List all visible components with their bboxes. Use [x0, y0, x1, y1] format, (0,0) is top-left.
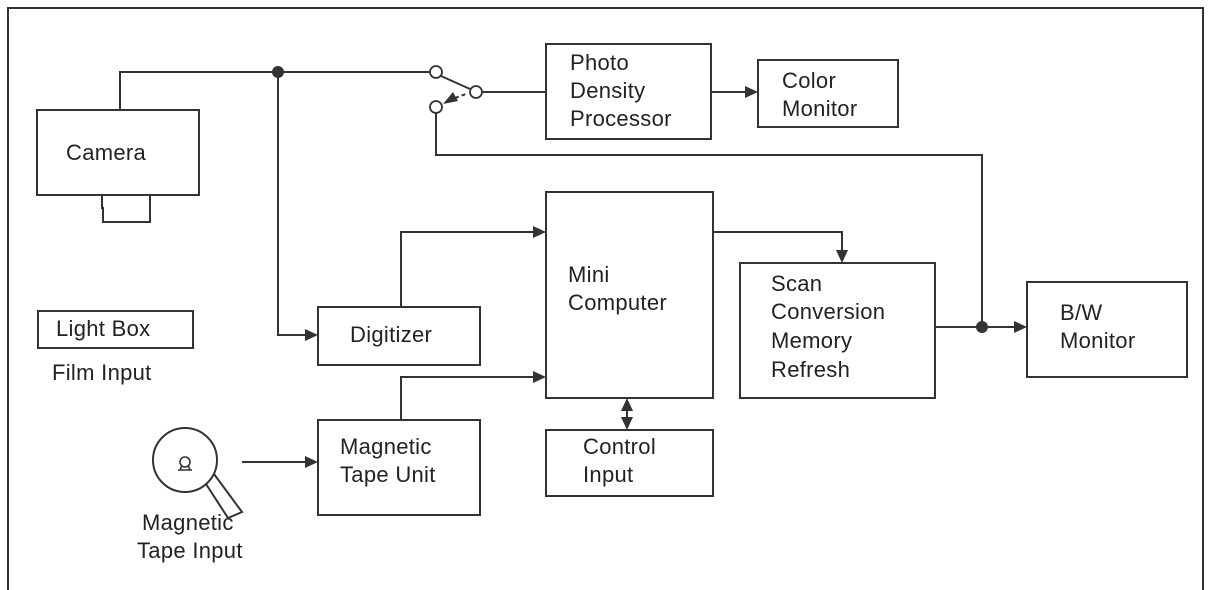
magnetic-tape-unit-line-1: Magnetic	[340, 434, 432, 459]
bw-feedback-wire	[435, 113, 983, 327]
camera-output-wire	[119, 71, 278, 110]
mini-computer-line-2: Computer	[568, 290, 667, 315]
digitizer-label: Digitizer	[350, 322, 432, 347]
magnetic-tape-input-line-1: Magnetic	[142, 510, 234, 535]
magnetic-tape-unit-block: Magnetic Tape Unit	[317, 419, 481, 516]
scan-conversion-line-1: Scan	[771, 271, 822, 296]
photo-density-line-1: Photo	[570, 50, 629, 75]
computer-to-scan-wire	[713, 231, 843, 253]
light-box-block: Light Box	[37, 310, 194, 349]
bw-monitor-line-2: Monitor	[1060, 328, 1135, 353]
bw-junction-dot	[976, 321, 988, 333]
tape-reel-icon	[152, 427, 244, 520]
scan-conversion-line-3: Memory	[771, 328, 852, 353]
color-monitor-block: Color Monitor	[757, 59, 899, 128]
digitizer-to-computer-wire	[400, 231, 536, 307]
scan-conversion-line-4: Refresh	[771, 357, 850, 382]
color-monitor-line-2: Monitor	[782, 96, 857, 121]
light-box-label: Light Box	[56, 316, 150, 341]
color-monitor-line-1: Color	[782, 68, 836, 93]
scan-conversion-block: Scan Conversion Memory Refresh	[739, 262, 936, 399]
selector-switch	[429, 65, 483, 114]
digitizer-block: Digitizer	[317, 306, 481, 366]
control-input-block: Control Input	[545, 429, 714, 497]
photo-density-processor-block: Photo Density Processor	[545, 43, 712, 140]
magnetic-tape-unit-line-2: Tape Unit	[340, 462, 436, 487]
camera-label: Camera	[66, 140, 147, 165]
figure-frame	[7, 7, 1204, 590]
tape-unit-to-computer-wire	[400, 376, 536, 420]
control-input-line-2: Input	[583, 462, 633, 487]
control-input-line-1: Control	[583, 434, 656, 459]
film-input-label: Film Input	[52, 360, 152, 385]
mini-computer-line-1: Mini	[568, 262, 610, 287]
photo-density-line-3: Processor	[570, 106, 672, 131]
bw-monitor-block: B/W Monitor	[1026, 281, 1188, 378]
camera-block: Camera	[36, 109, 200, 223]
bw-monitor-line-1: B/W	[1060, 300, 1102, 325]
scan-conversion-line-2: Conversion	[771, 299, 885, 324]
camera-to-digitizer-wire	[277, 72, 308, 336]
magnetic-tape-input-line-2: Tape Input	[137, 538, 243, 563]
mini-computer-block: Mini Computer	[545, 191, 714, 399]
photo-density-line-2: Density	[570, 78, 645, 103]
